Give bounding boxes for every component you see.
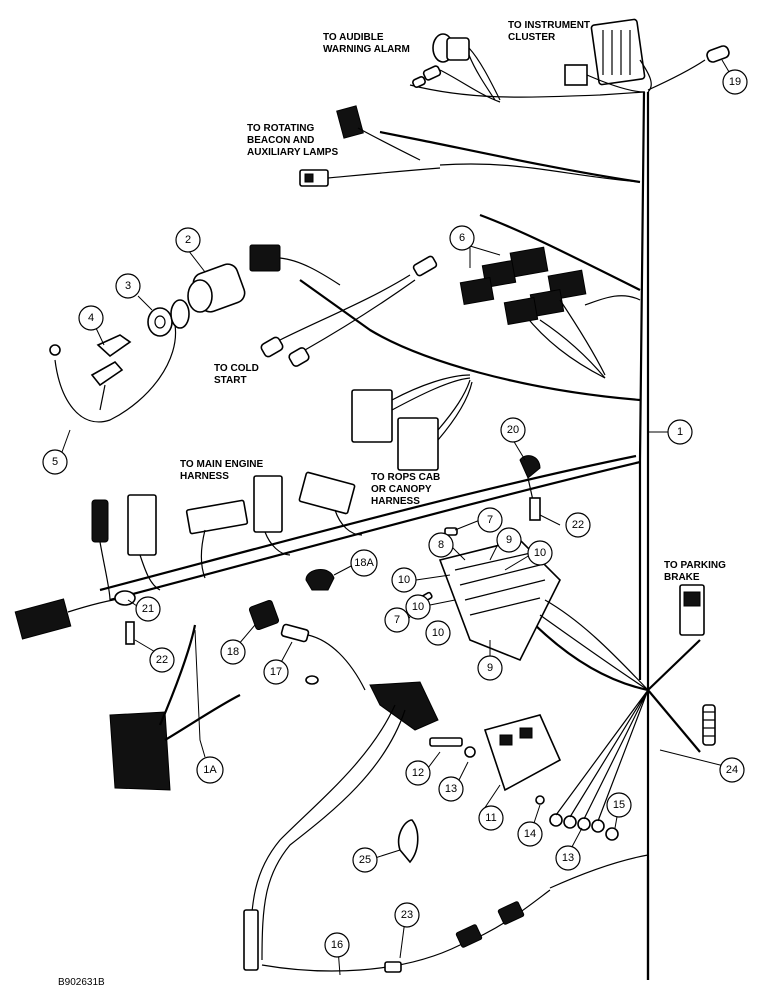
callout-14: 14 (524, 828, 536, 840)
callout-13a: 13 (445, 783, 457, 795)
rops-connectors (351, 374, 473, 471)
neutral-switch-assembly (243, 623, 649, 973)
callout-bubbles: 1 2 3 4 5 6 7 7 8 9 9 10 10 10 10 11 12 … (42, 69, 748, 958)
callout-25: 25 (359, 854, 371, 866)
harness-boot (109, 624, 241, 791)
main-harness-trunk (99, 84, 701, 980)
callout-10b: 10 (398, 574, 410, 586)
callout-9b: 9 (487, 662, 493, 674)
callout-11: 11 (485, 812, 496, 824)
callout-22b: 22 (156, 654, 168, 666)
callout-6: 6 (459, 232, 465, 244)
parking-brake-connector (679, 584, 705, 636)
audible-alarm-connector (412, 33, 501, 103)
callout-10d: 10 (432, 627, 444, 639)
callout-19: 19 (729, 76, 741, 88)
relay-group (459, 246, 606, 379)
callout-1a: 1A (203, 764, 217, 776)
relay-module (429, 714, 562, 792)
callout-20: 20 (507, 424, 519, 436)
callout-13b: 13 (562, 852, 574, 864)
callout-18: 18 (227, 646, 239, 658)
callout-8: 8 (438, 539, 444, 551)
callout-2: 2 (185, 234, 191, 246)
callout-1: 1 (677, 426, 683, 438)
ignition-switch-assembly (49, 244, 341, 423)
instrument-cluster-connector (564, 18, 730, 93)
callout-23: 23 (401, 909, 413, 921)
callout-18a: 18A (354, 557, 374, 569)
callout-5: 5 (52, 456, 58, 468)
figure-code: B902631B (58, 977, 105, 988)
callout-4: 4 (88, 312, 94, 324)
callout-9a: 9 (506, 534, 512, 546)
rotating-beacon-connectors (299, 105, 441, 187)
callout-7b: 7 (394, 614, 400, 626)
callout-17: 17 (270, 666, 282, 678)
callout-3: 3 (125, 280, 131, 292)
spring-sleeve (702, 704, 716, 746)
callout-24: 24 (726, 764, 738, 776)
callout-22a: 22 (572, 519, 584, 531)
callout-7a: 7 (487, 514, 493, 526)
callout-10a: 10 (534, 547, 546, 559)
fuse-block (417, 527, 649, 691)
ring-terminals (535, 689, 649, 841)
small-parts (125, 455, 541, 864)
callout-12: 12 (412, 767, 424, 779)
callout-15: 15 (613, 799, 625, 811)
main-engine-connectors (91, 471, 363, 601)
left-connector (14, 590, 136, 640)
callout-21: 21 (142, 603, 154, 615)
callout-10c: 10 (412, 601, 424, 613)
cold-start-connectors (260, 255, 438, 367)
callout-16: 16 (331, 939, 343, 951)
